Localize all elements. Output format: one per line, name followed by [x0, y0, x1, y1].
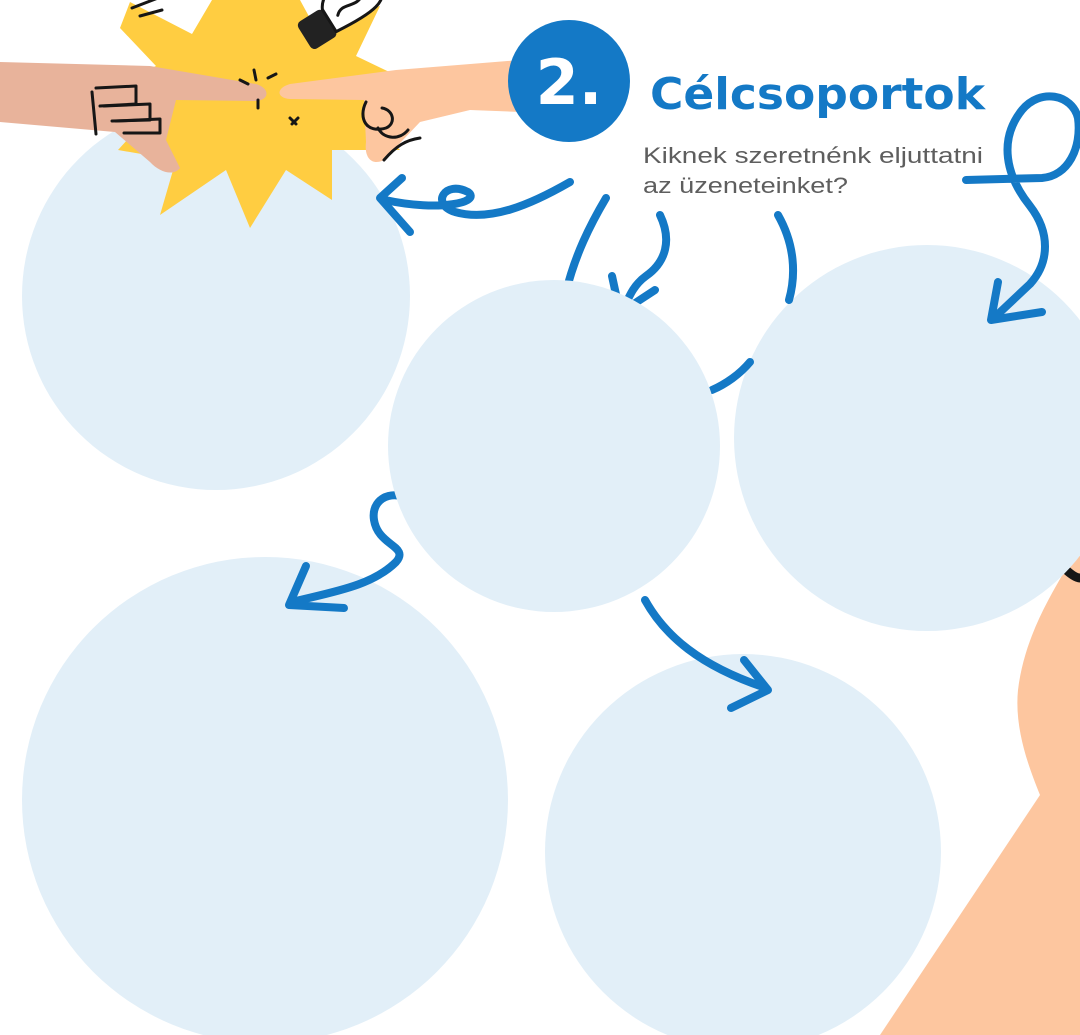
- arrow-line-to-middle-circle: [566, 198, 606, 292]
- target-group-circle-bottom-middle: [545, 654, 941, 1035]
- section-number: 2.: [536, 46, 603, 119]
- motion-line-1: [132, 0, 158, 8]
- arrow-line: [385, 182, 570, 215]
- section-subtitle-line-1: Kiknek szeretnénk eljuttatni: [643, 143, 983, 168]
- target-group-circle-middle: [388, 280, 720, 612]
- spark-line-1: [254, 70, 256, 80]
- section-subtitle-line-2: az üzeneteinket?: [643, 173, 848, 198]
- arrow-to-top-left-circle: [380, 178, 570, 232]
- section-header: 2. Célcsoportok Kiknek szeretnénk eljutt…: [508, 20, 987, 198]
- target-group-circle-right: [734, 245, 1080, 631]
- arrow-line-to-right-circle: [778, 215, 793, 300]
- section-title: Célcsoportok: [650, 69, 987, 120]
- target-group-circle-bottom-left: [22, 557, 508, 1035]
